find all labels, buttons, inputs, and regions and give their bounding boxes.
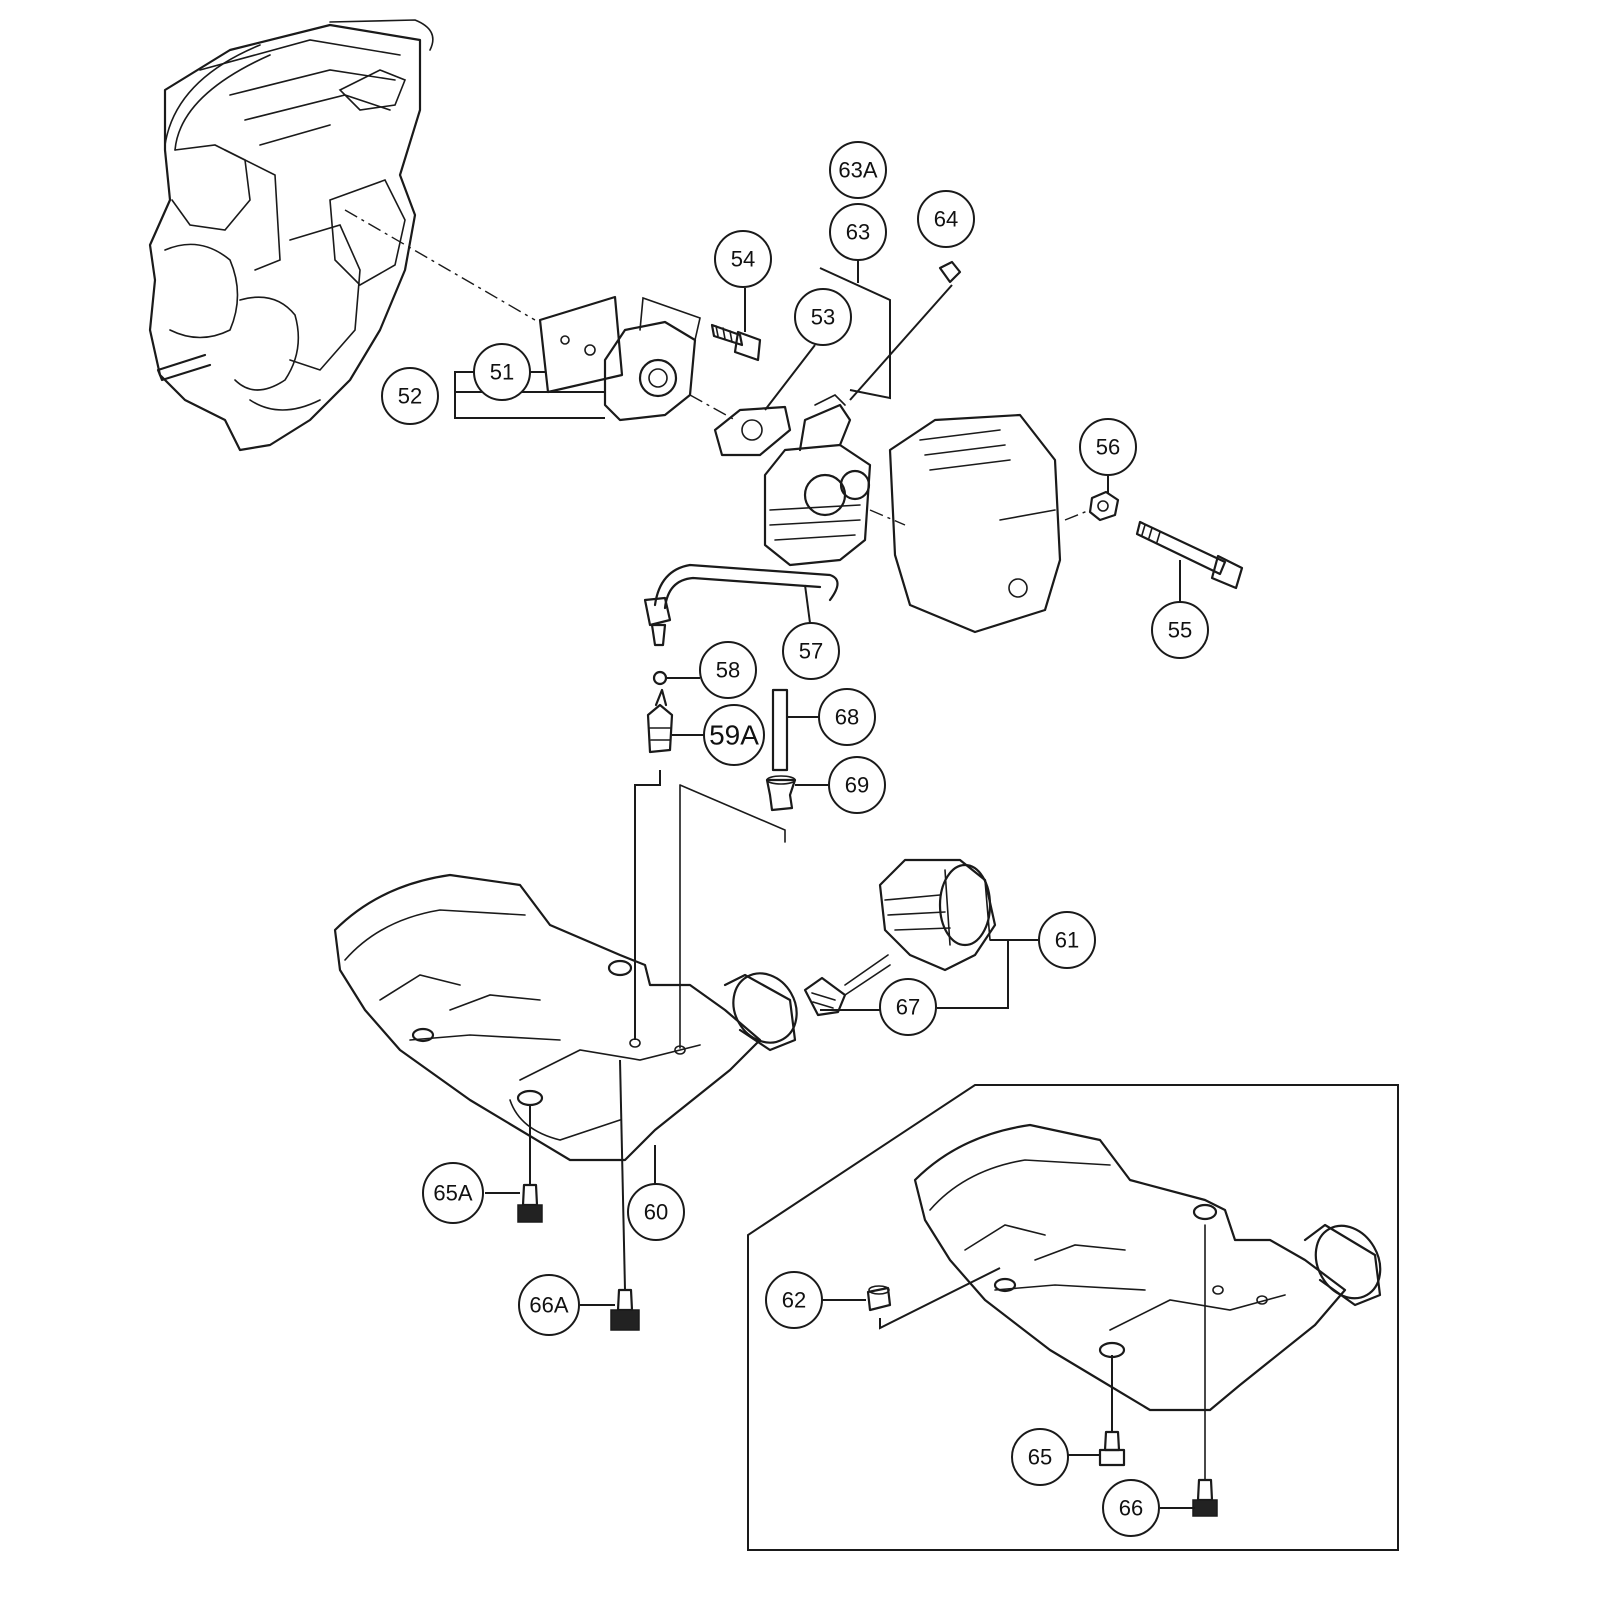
callout-56: 56 — [1079, 418, 1137, 476]
alignment-line-insulator — [689, 394, 736, 421]
callout-66A: 66A — [518, 1274, 580, 1336]
callout-65A: 65A — [422, 1162, 484, 1224]
callout-label-63: 63 — [846, 220, 870, 245]
air-cleaner-cover — [888, 413, 1062, 634]
callout-64: 64 — [917, 190, 975, 248]
fuel-cap-part-61 — [878, 858, 997, 972]
insulator-part-52 — [603, 296, 701, 422]
alignment-line-engine — [344, 209, 536, 321]
callout-label-67: 67 — [896, 995, 920, 1020]
bracket-52 — [454, 371, 605, 419]
callout-label-64: 64 — [934, 207, 958, 232]
callout-label-66: 66 — [1119, 1496, 1143, 1521]
callout-label-56: 56 — [1096, 435, 1120, 460]
line-62-to-tank — [879, 1267, 1001, 1330]
fuel-line-left — [634, 770, 661, 1040]
callout-label-69: 69 — [845, 773, 869, 798]
callout-67: 67 — [879, 978, 937, 1036]
callout-54: 54 — [714, 230, 772, 288]
inset-fuel-tank — [913, 1123, 1347, 1412]
callout-label-66A: 66A — [529, 1293, 568, 1318]
callout-label-63A: 63A — [838, 158, 877, 183]
callout-63: 63 — [829, 203, 887, 261]
fuel-tank-part-60 — [333, 873, 798, 1162]
grommet-part-69 — [765, 775, 797, 812]
clip-part-64 — [938, 260, 962, 284]
callout-label-59A: 59A — [709, 720, 759, 751]
callout-label-52: 52 — [398, 384, 422, 409]
filter-part-59A — [646, 688, 674, 754]
bracket-61-67 — [937, 940, 1009, 1009]
callout-label-60: 60 — [644, 1200, 668, 1225]
gasket-part-51 — [538, 295, 624, 394]
inset-box — [747, 1084, 1399, 1551]
callout-59A: 59A — [703, 704, 765, 766]
callout-53: 53 — [794, 288, 852, 346]
callout-63A: 63A — [829, 141, 887, 199]
bolt-part-55 — [1135, 520, 1244, 590]
callout-69: 69 — [828, 756, 886, 814]
callout-68: 68 — [818, 688, 876, 746]
callout-label-55: 55 — [1168, 618, 1192, 643]
bolt-part-65A — [517, 1105, 543, 1223]
alignment-line-carb-cover — [869, 509, 906, 526]
callout-label-65: 65 — [1028, 1445, 1052, 1470]
callout-label-58: 58 — [716, 658, 740, 683]
bolt-part-66A — [610, 1288, 640, 1331]
leader-57 — [804, 584, 811, 624]
tube-part-68 — [771, 688, 789, 772]
callout-65: 65 — [1011, 1428, 1069, 1486]
callout-label-68: 68 — [835, 705, 859, 730]
callout-51: 51 — [473, 343, 531, 401]
filter-part-67 — [803, 954, 891, 1017]
leader-53 — [764, 344, 816, 411]
callout-60: 60 — [627, 1183, 685, 1241]
callout-52: 52 — [381, 367, 439, 425]
screw-part-54 — [710, 323, 762, 362]
bolt-part-66 — [1192, 1224, 1218, 1517]
callout-label-57: 57 — [799, 639, 823, 664]
callout-62: 62 — [765, 1271, 823, 1329]
callout-label-61: 61 — [1055, 928, 1079, 953]
nut-part-56 — [1088, 490, 1120, 522]
gasket-part-53 — [713, 405, 792, 457]
bracket-63 — [819, 267, 891, 400]
callout-label-51: 51 — [490, 360, 514, 385]
callout-label-53: 53 — [811, 305, 835, 330]
bolt-part-65 — [1098, 1355, 1126, 1467]
callout-57: 57 — [782, 622, 840, 680]
fuel-line-right — [679, 784, 786, 1049]
callout-label-65A: 65A — [433, 1181, 472, 1206]
callout-55: 55 — [1151, 601, 1209, 659]
ring-part-58 — [652, 670, 668, 686]
fuel-tube-part-57 — [643, 563, 839, 647]
callout-label-54: 54 — [731, 247, 755, 272]
nut-part-62 — [866, 1285, 892, 1312]
callout-58: 58 — [699, 641, 757, 699]
alignment-line-nut — [1064, 509, 1091, 521]
engine-illustration — [148, 19, 434, 452]
line-66A-to-tank — [619, 1059, 626, 1291]
callout-61: 61 — [1038, 911, 1096, 969]
leader-64 — [849, 284, 953, 401]
callout-label-62: 62 — [782, 1288, 806, 1313]
callout-66: 66 — [1102, 1479, 1160, 1537]
carburetor-part-63 — [763, 394, 872, 567]
